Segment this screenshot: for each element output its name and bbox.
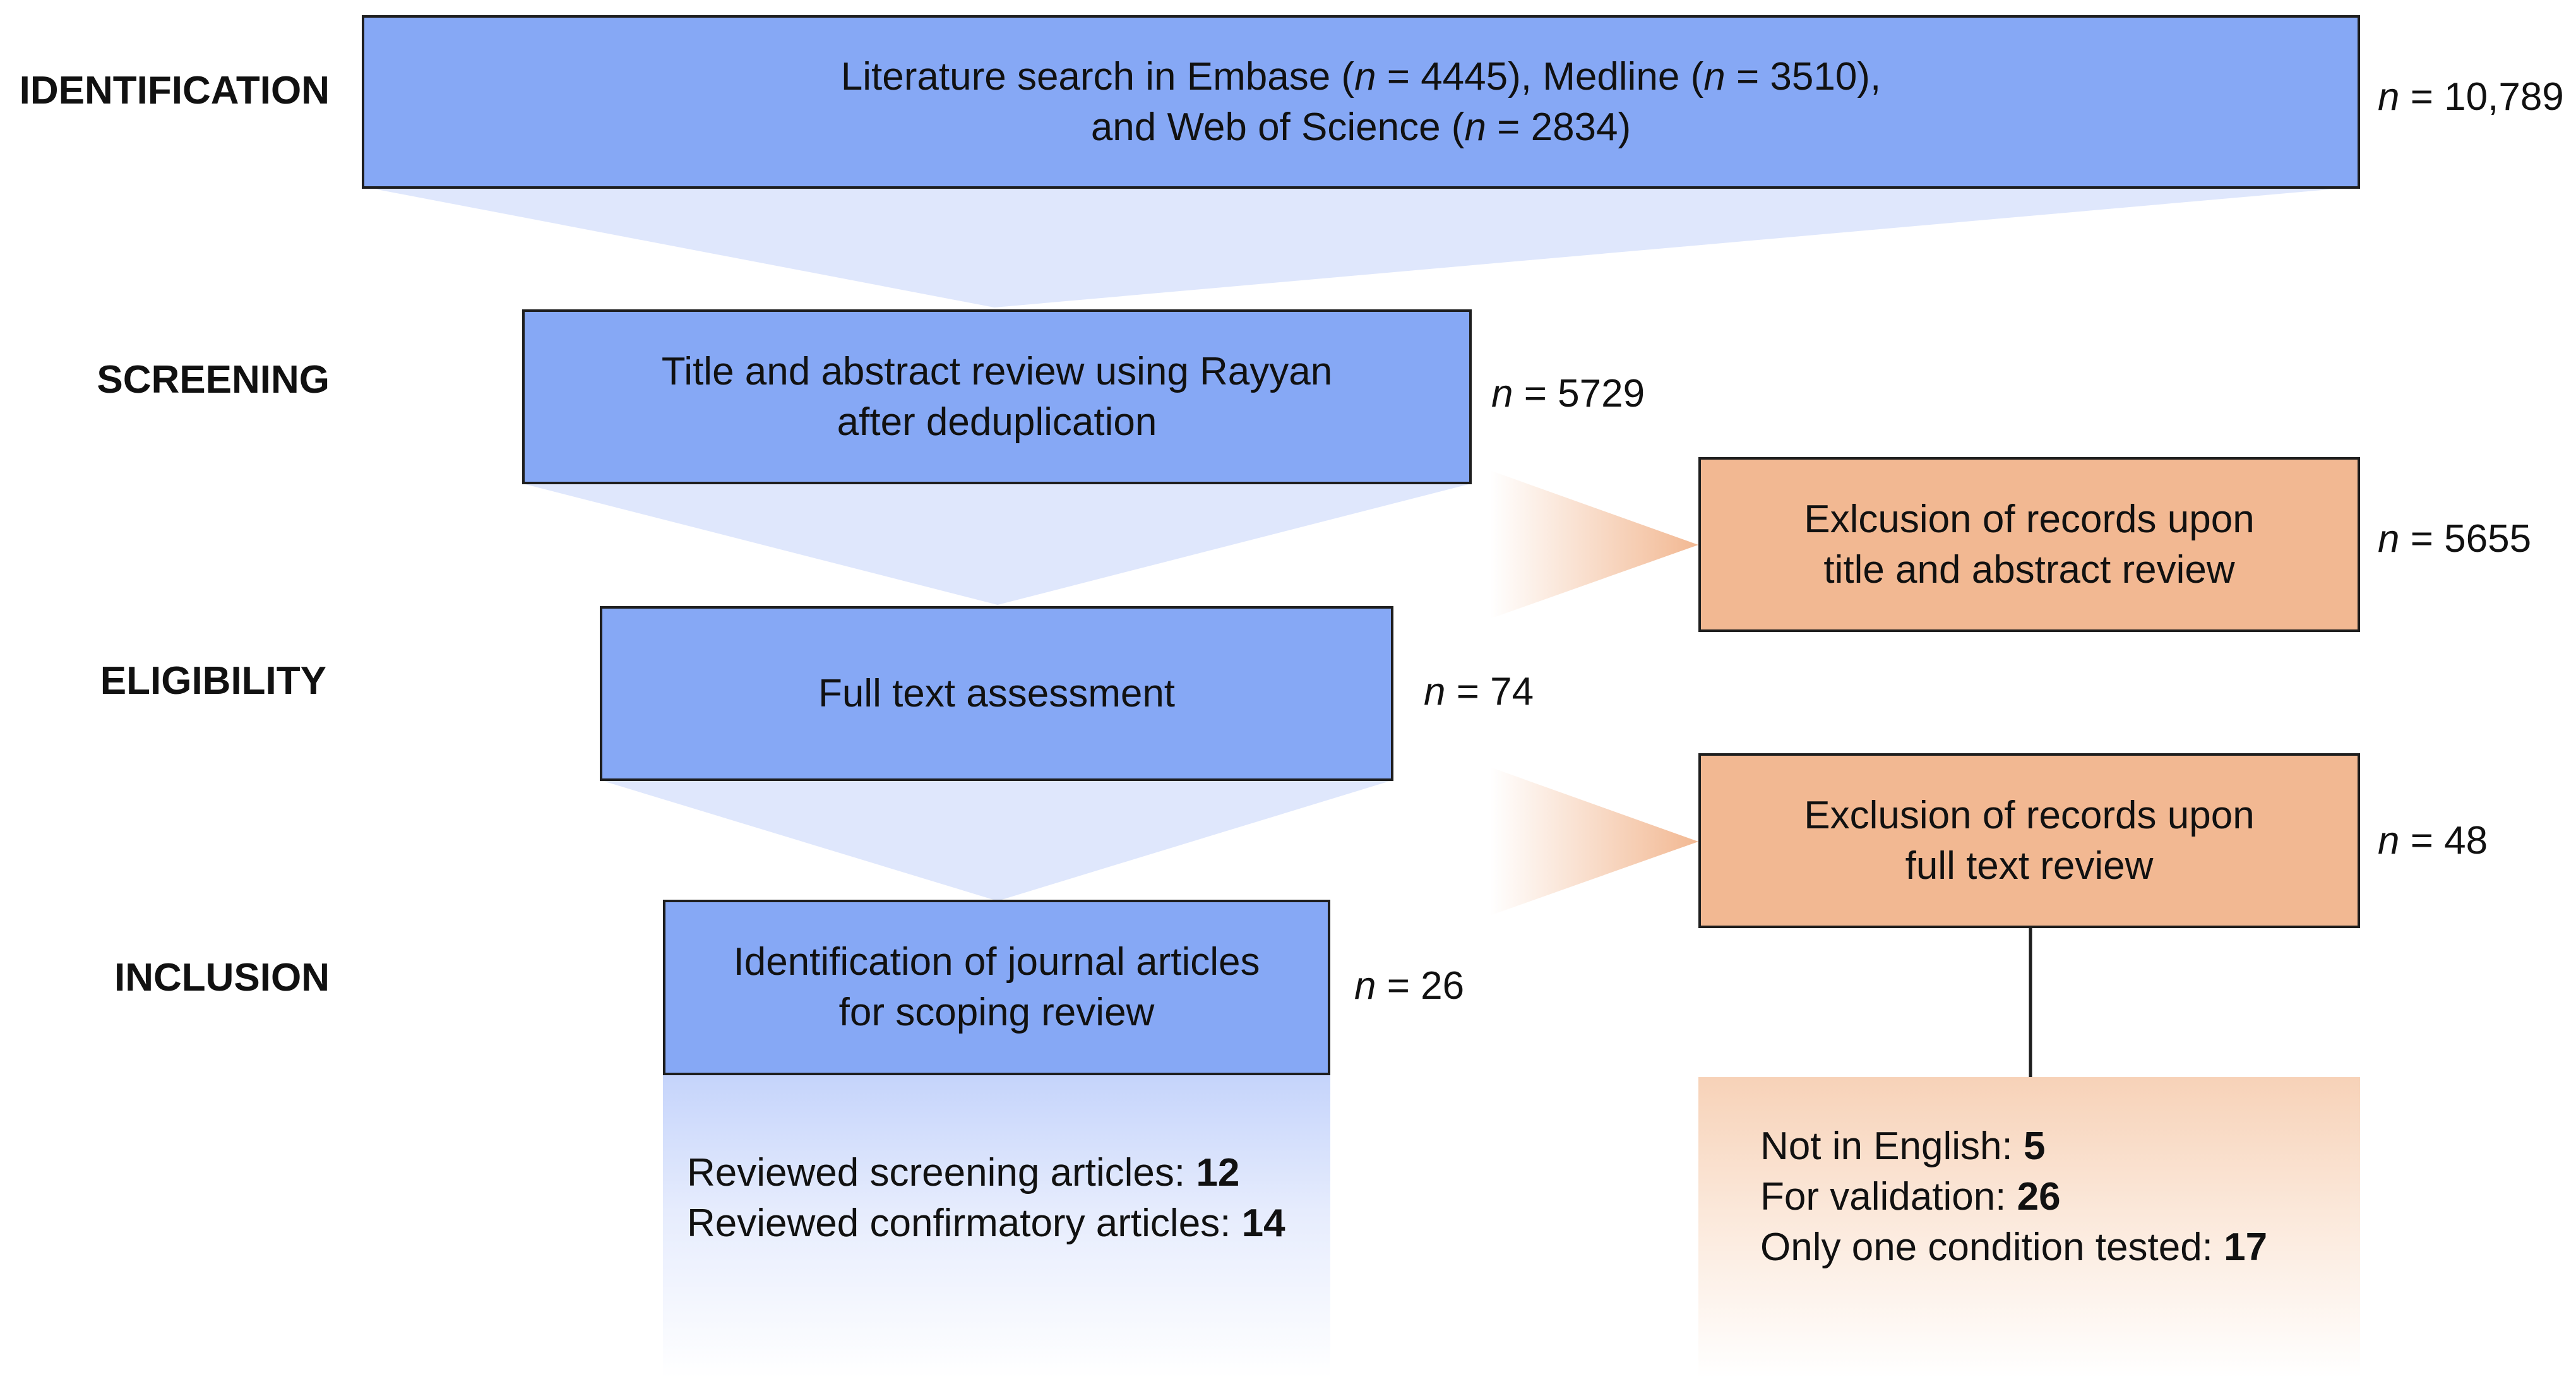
arrow-to-fulltext-exclusion: [1490, 767, 1698, 915]
identification-line-2: and Web of Science (n = 2834): [1090, 105, 1631, 149]
stage-eligibility: ELIGIBILITY: [100, 659, 326, 703]
title-exclusion-line-1: Exlcusion of records upon: [1804, 497, 2255, 541]
inclusion-line-2: for scoping review: [838, 991, 1155, 1034]
included-breakdown-panel: Reviewed screening articles: 12 Reviewed…: [663, 1075, 1330, 1378]
funnel-identification-to-screening: [364, 187, 2358, 307]
identification-line-1: Literature search in Embase (n = 4445), …: [840, 54, 1881, 98]
stage-identification: IDENTIFICATION: [19, 69, 330, 112]
screening-box: Title and abstract review using Rayyan a…: [522, 309, 1472, 484]
arrow-to-title-exclusion: [1490, 470, 1698, 619]
screening-line-2: after deduplication: [837, 400, 1157, 444]
inclusion-line-1: Identification of journal articles: [733, 940, 1260, 984]
inclusion-box: Identification of journal articles for s…: [663, 900, 1330, 1075]
stage-inclusion: INCLUSION: [114, 956, 330, 999]
title-exclusion-line-2: title and abstract review: [1823, 547, 2235, 592]
funnel-screening-to-eligibility: [523, 484, 1471, 605]
eligibility-box: Full text assessment: [600, 606, 1393, 781]
eligibility-count: n = 74: [1424, 670, 1534, 713]
funnel-eligibility-to-inclusion: [601, 780, 1392, 901]
fulltext-exclusion-line-1: Exclusion of records upon: [1804, 793, 2255, 837]
excluded-breakdown-panel: Not in English: 5 For validation: 26 Onl…: [1698, 1077, 2360, 1378]
screening-count: n = 5729: [1491, 372, 1645, 415]
fulltext-exclusion-line-2: full text review: [1905, 844, 2154, 888]
included-breakdown-row: Reviewed confirmatory articles: 14: [687, 1201, 1285, 1245]
fulltext-exclusion-count: n = 48: [2378, 819, 2488, 862]
title-abstract-exclusion-box: Exlcusion of records upon title and abst…: [1698, 457, 2360, 632]
screening-line-1: Title and abstract review using Rayyan: [661, 349, 1333, 393]
inclusion-count: n = 26: [1354, 964, 1465, 1008]
stage-screening: SCREENING: [97, 358, 330, 402]
eligibility-line-1: Full text assessment: [818, 671, 1176, 715]
included-breakdown-row: Reviewed screening articles: 12: [687, 1151, 1240, 1195]
fulltext-exclusion-box: Exclusion of records upon full text revi…: [1698, 753, 2360, 928]
excluded-breakdown-row: Only one condition tested: 17: [1760, 1225, 2268, 1269]
identification-box: Literature search in Embase (n = 4445), …: [362, 15, 2360, 189]
identification-count: n = 10,789: [2378, 75, 2564, 119]
title-exclusion-count: n = 5655: [2378, 517, 2532, 561]
excluded-breakdown-row: For validation: 26: [1760, 1175, 2061, 1219]
excluded-breakdown-row: Not in English: 5: [1760, 1124, 2046, 1168]
